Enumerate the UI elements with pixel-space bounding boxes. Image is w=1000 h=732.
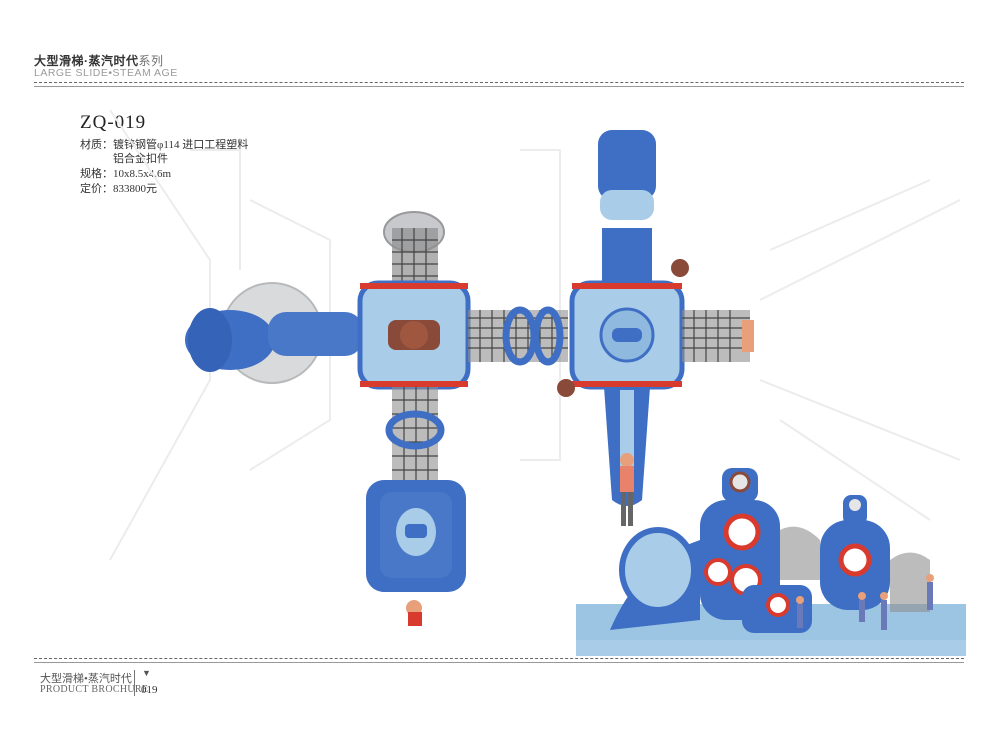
platform-cube-left	[357, 280, 471, 390]
footer-series-title: 大型滑梯•蒸汽时代	[40, 673, 132, 685]
child-figure-slide	[620, 453, 634, 526]
price-spec: 定价：833800元	[80, 183, 157, 195]
climbing-tube-lower	[385, 387, 445, 482]
climbing-tube-right	[682, 310, 754, 362]
footer-divider	[34, 658, 964, 659]
header-divider	[34, 82, 964, 83]
footer-separator	[134, 670, 135, 696]
page-marker-icon: ▼	[142, 668, 151, 678]
header-series-title-en: LARGE SLIDE•STEAM AGE	[34, 67, 178, 79]
material-spec-line2: 铝合金扣件	[113, 153, 168, 165]
spiral-slide-left	[185, 282, 363, 384]
bridge-tunnel-horizontal	[468, 306, 568, 366]
model-number: ZQ-019	[80, 112, 147, 133]
page-number: 019	[141, 684, 158, 696]
perspective-render	[576, 468, 966, 656]
platform-cube-bottom	[366, 480, 466, 626]
climbing-tube-top-left	[383, 211, 445, 288]
footer-brochure-label: PRODUCT BROCHURE	[40, 684, 149, 695]
footer-divider-solid	[34, 662, 964, 663]
platform-cube-right	[557, 130, 689, 506]
material-spec: 材质：镀锌钢管φ114 进口工程塑料	[80, 139, 249, 151]
size-spec: 规格：10x8.5x4.6m	[80, 168, 172, 180]
header-divider-solid	[34, 86, 964, 87]
header-series-title: 大型滑梯·蒸汽时代系列	[34, 54, 164, 68]
